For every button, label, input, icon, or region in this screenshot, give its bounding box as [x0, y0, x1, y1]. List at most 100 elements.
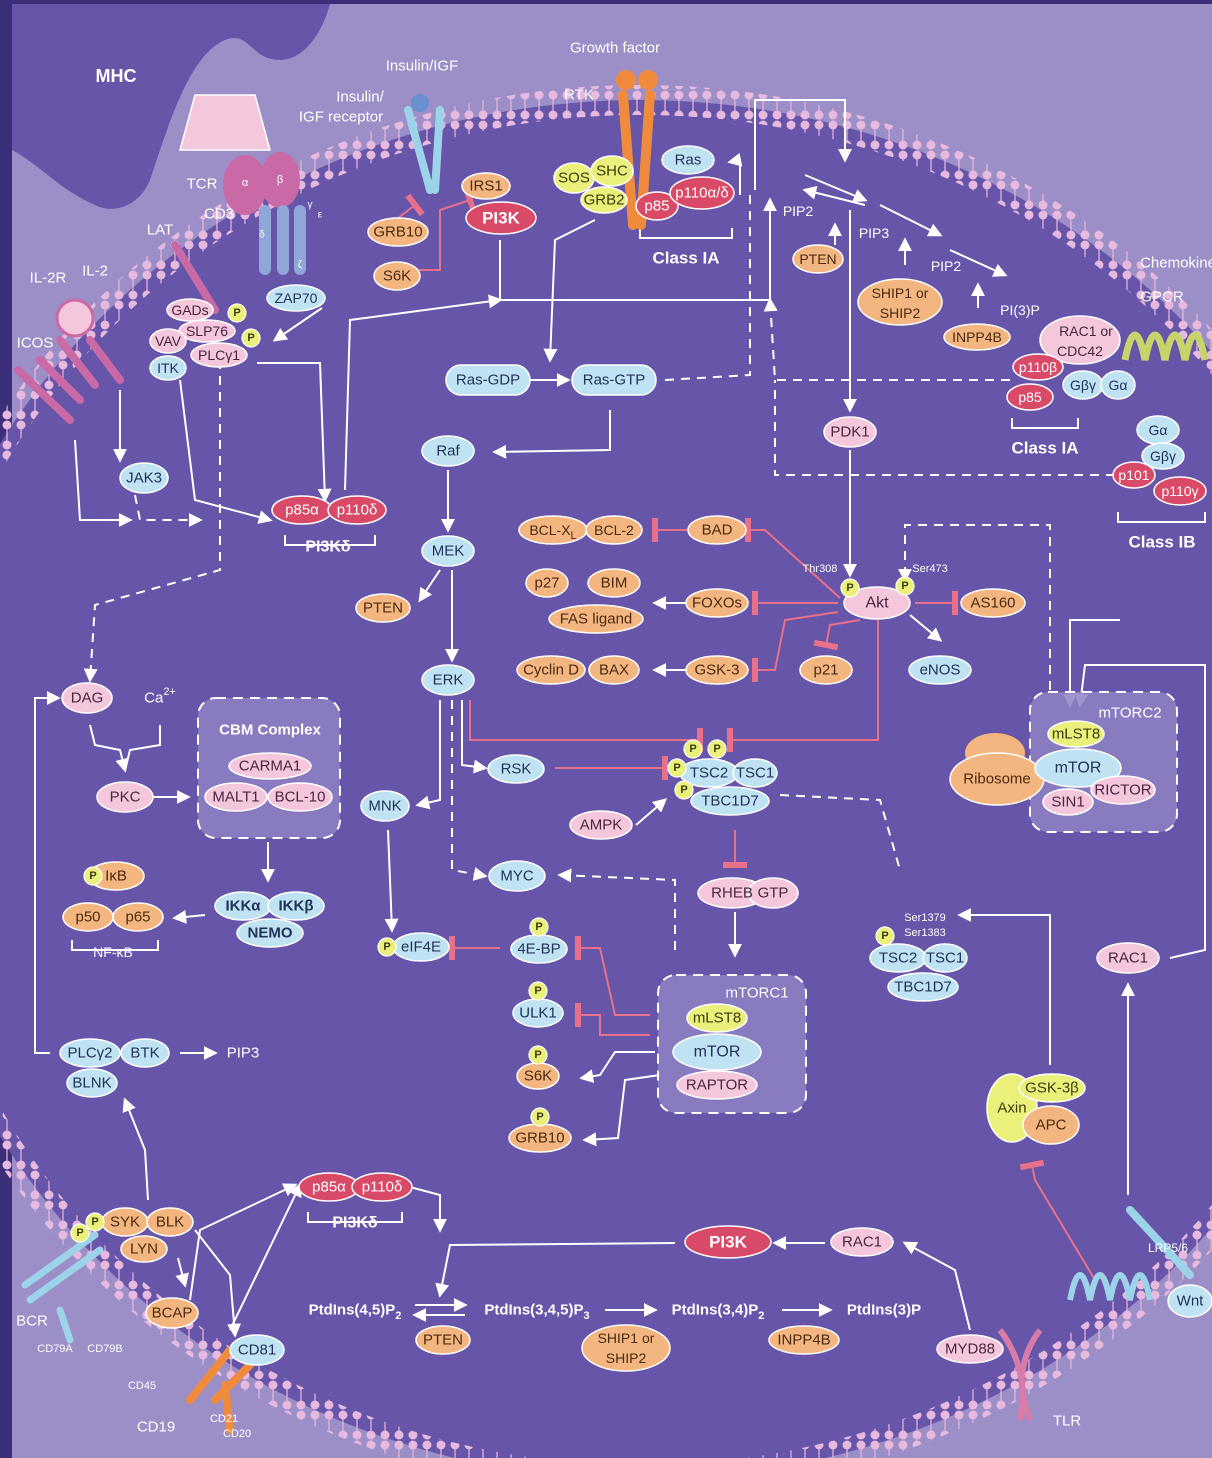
phospho-badge	[840, 578, 860, 598]
phospho-badge	[707, 739, 727, 759]
tsc1-node	[732, 758, 778, 788]
p65-node	[112, 902, 164, 932]
pi3kd-ptdins-edge	[409, 1186, 447, 1233]
phospho-label: P	[713, 743, 720, 755]
ras-feedback-edge	[727, 152, 743, 195]
s6k-inh-edge	[412, 187, 477, 271]
raptor-node	[676, 1070, 758, 1100]
cd81-node	[229, 1334, 285, 1366]
fas-ligand-label: FAS ligand	[560, 611, 633, 628]
ikb-label: IκB	[105, 868, 127, 885]
bcl2-node	[585, 515, 643, 545]
cyclin-d-label: Cyclin D	[523, 662, 579, 679]
rtk-label: RTK	[564, 87, 594, 104]
cd3-chain	[277, 205, 289, 275]
mtorc1-s6k-edge	[579, 1051, 655, 1084]
blk-label: BLK	[156, 1214, 184, 1231]
pip2-pip3-edge	[804, 174, 868, 203]
mtor-b-label: mTOR	[1055, 760, 1102, 777]
bcap-pi3kd-edge	[189, 1183, 298, 1301]
pip2-b-label: PIP2	[931, 258, 962, 274]
pi3kd-bracket-2-edge	[307, 1212, 403, 1223]
ship1-b-label: SHIP1 or	[598, 1330, 655, 1346]
rac1-label: RAC1	[1108, 950, 1148, 967]
tsc2-label: TSC2	[690, 765, 728, 782]
tcr-delta-label: δ	[259, 230, 265, 241]
classia2-pip-edge	[763, 297, 1010, 381]
gbg-b-label: Gβγ	[1150, 448, 1176, 464]
superscript: 2+	[163, 686, 176, 698]
mtor-b-node	[1034, 748, 1122, 788]
phospho-label: P	[89, 870, 96, 882]
cd21-label: CD21	[210, 1413, 238, 1425]
cd3-label: CD3	[204, 206, 234, 223]
insulin-igf-receptor-1-label: Insulin/	[336, 89, 384, 106]
insulin-receptor	[404, 106, 444, 194]
dag-node	[61, 682, 113, 714]
phospho-label: P	[534, 1049, 541, 1061]
plcg1-pi3kd-edge	[257, 362, 332, 503]
mtorc2-akt-edge	[898, 524, 1051, 690]
grb10-node	[367, 217, 429, 247]
mtorc1-title-label: mTORC1	[725, 985, 788, 1002]
p110d-b-node	[351, 1172, 413, 1202]
grb10-label: GRB10	[373, 224, 422, 241]
cd79a-label: CD79A	[37, 1343, 73, 1355]
cd79b-label: CD79B	[87, 1343, 122, 1355]
mlst8-b-label: mLST8	[1052, 726, 1100, 743]
tcr-alpha	[223, 155, 267, 215]
pip3-pip2-edge	[802, 185, 866, 206]
ga-node	[1100, 370, 1136, 400]
rasgtp-raf-edge	[492, 410, 611, 459]
ptdins45-label: PtdIns(4,5)P2	[309, 1302, 402, 1323]
phospho-badge	[227, 303, 247, 323]
bim-label: BIM	[601, 575, 628, 592]
ampk-tsc-edge	[635, 798, 668, 826]
shc-label: SHC	[596, 163, 628, 180]
wnt-node	[1167, 1284, 1212, 1318]
mnk-label: MNK	[368, 798, 401, 815]
gpcr-receptor	[1121, 331, 1209, 361]
gsk3b-node	[1018, 1073, 1086, 1103]
bcap-node	[145, 1297, 199, 1329]
grb2-node	[580, 186, 628, 214]
ras-label: Ras	[675, 152, 702, 169]
akt-node	[843, 586, 911, 620]
gbg-label: Gβγ	[1070, 377, 1096, 393]
tlr-label: TLR	[1053, 1413, 1082, 1430]
phospho-badge	[529, 917, 549, 937]
mtor-label: mTOR	[694, 1044, 741, 1061]
tsc1-b-node	[922, 943, 968, 973]
il2-label: IL-2	[82, 263, 108, 280]
inpp4b-label: INPP4B	[952, 329, 1002, 345]
phospho-label: P	[247, 332, 254, 344]
lat-receptor	[171, 241, 219, 314]
akt-gsk3-edge	[752, 611, 839, 682]
growth-factor-label: Growth factor	[570, 40, 660, 57]
il2-ligand	[55, 298, 95, 338]
lat-label: LAT	[147, 222, 173, 239]
p65-label: p65	[125, 909, 150, 926]
phospho-badge	[895, 576, 915, 596]
ser473-label: Ser473	[912, 563, 947, 575]
tsc-akt-dash-edge	[779, 794, 901, 871]
pkc-label: PKC	[110, 789, 141, 806]
cd45-label: CD45	[128, 1380, 156, 1392]
plasma-membrane	[0, 85, 1212, 1458]
gsk3b-label: GSK-3β	[1025, 1080, 1079, 1097]
pip3-b-label: PIP3	[227, 1045, 260, 1062]
ptdins3-label: PtdIns(3)P	[847, 1302, 921, 1319]
p110d-label: p110δ	[337, 502, 378, 519]
pip3-label: PIP3	[859, 225, 890, 241]
vav-node	[149, 328, 187, 354]
phospho-badge	[683, 739, 703, 759]
raf-node	[421, 435, 475, 467]
erk-label: ERK	[433, 672, 464, 689]
rsk-label: RSK	[501, 761, 532, 778]
subscript: L	[571, 530, 577, 542]
enos-label: eNOS	[920, 662, 961, 679]
blk-cd81-edge	[194, 1229, 242, 1338]
phospho-badge	[85, 1212, 105, 1232]
cbm-label: CBM Complex	[219, 722, 321, 739]
